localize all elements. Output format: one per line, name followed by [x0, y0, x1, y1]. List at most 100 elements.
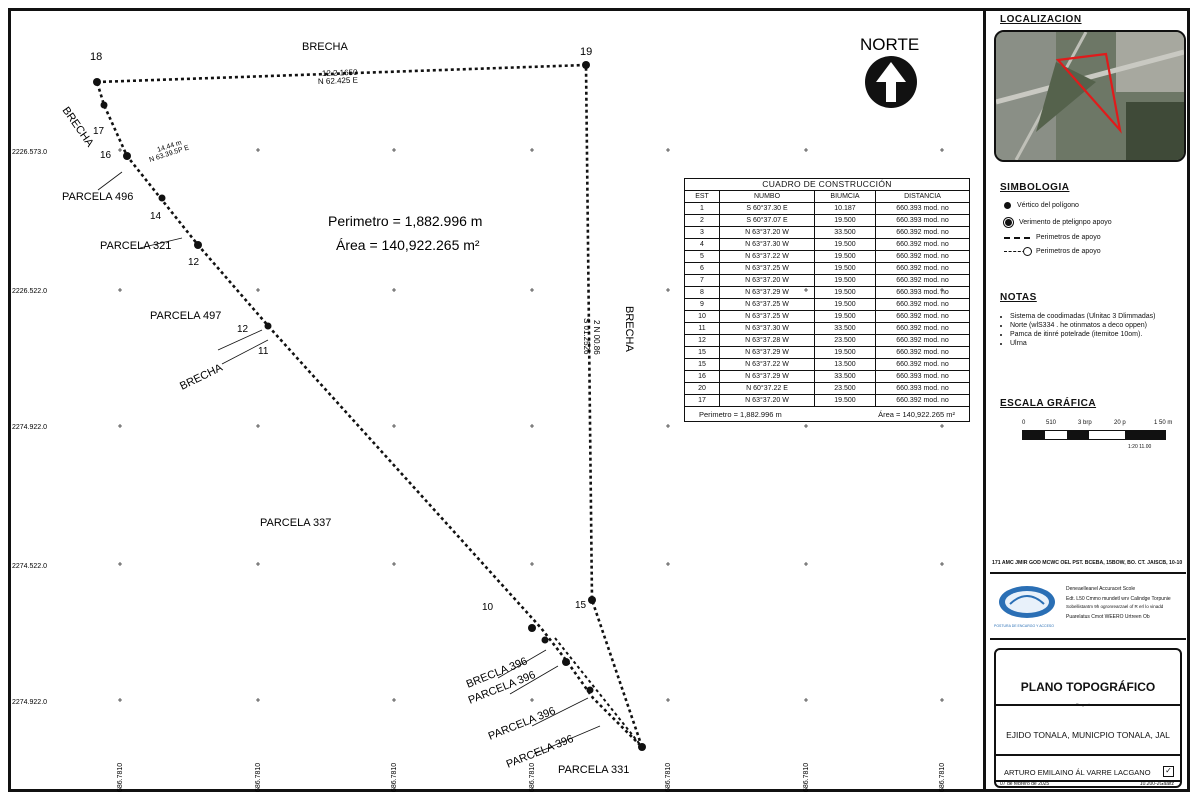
table-cell: 8	[684, 286, 720, 299]
grid-cross	[804, 148, 808, 152]
grid-cross	[530, 698, 534, 702]
note-item: Ulrna	[1010, 339, 1182, 348]
table-cell: N 63°37.22 W	[719, 250, 815, 263]
sheet-label: 10.200-2Gaaltz	[1139, 781, 1174, 787]
note-item: Norte (wlS334 . he otinmatos a deco oppe…	[1010, 321, 1182, 330]
table-cell: 11	[684, 322, 720, 335]
leader-line	[509, 665, 559, 695]
table-cell: N 63°37.29 W	[719, 286, 815, 299]
grid-cross	[940, 148, 944, 152]
table-cell: N 63°37.29 W	[719, 346, 815, 359]
check-icon: ✓	[1163, 766, 1174, 777]
table-cell: 10	[684, 310, 720, 323]
grid-y-label: 2274.922.0	[12, 424, 47, 431]
table-footer-area: Área = 140,922.265 m²	[814, 406, 970, 422]
author-label: ARTURO EMILAINO ÁL VARRE LACGANO	[1004, 768, 1151, 777]
dashed-circle-symbol-icon	[1004, 247, 1032, 256]
table-cell: N 63°37.30 W	[719, 238, 815, 251]
vertex-symbol-icon	[1004, 202, 1011, 209]
table-cell: 660.392 mod. no	[875, 238, 970, 251]
grid-x-label: 686.7810	[803, 763, 810, 792]
vertex-label: 12	[237, 324, 249, 335]
construction-table: CUADRO DE CONSTRUCCIÓN EST NUMBO BIUMCIA…	[684, 178, 970, 422]
leader-line	[97, 171, 123, 191]
grid-y-label: 2274.922.0	[12, 699, 47, 706]
table-cell: 10.187	[814, 202, 876, 215]
table-cell: 660.392 mod. no	[875, 298, 970, 311]
grid-y-label: 2274.522.0	[12, 563, 47, 570]
table-header: DISTANCIA	[875, 190, 970, 203]
brecha-top-label: BRECHA	[302, 41, 349, 53]
note-item: Pamca de itinré potelrade (itemitoe 10om…	[1010, 330, 1182, 339]
scale-tick-label: 1 50 m	[1154, 420, 1173, 426]
panel-divider	[983, 8, 986, 792]
leader-line	[221, 339, 269, 365]
vertex-label: 10	[482, 602, 494, 613]
parcel-label: PARCELA 496	[62, 191, 133, 203]
vertex-label: 18	[90, 51, 102, 63]
vertex-label: 14	[150, 211, 162, 222]
vertex-marker	[194, 241, 202, 249]
table-cell: 19.500	[814, 274, 876, 287]
scale-tick-label: 20 p	[1114, 420, 1126, 426]
grid-cross	[940, 698, 944, 702]
scale-bar	[1022, 430, 1166, 440]
grid-cross	[940, 562, 944, 566]
table-cell: 33.500	[814, 370, 876, 383]
leader-line	[531, 697, 589, 727]
edge-annotation: N 62.425 E	[318, 76, 358, 86]
grid-cross	[118, 148, 122, 152]
scale-sub-label: 1:20 11.00	[1128, 444, 1152, 450]
table-cell: 19.500	[814, 298, 876, 311]
table-cell: N 63°37.20 W	[719, 394, 815, 407]
table-cell: 23.500	[814, 334, 876, 347]
table-cell: 660.392 mod. no	[875, 250, 970, 263]
table-header: NUMBO	[719, 190, 815, 203]
box-rule	[996, 780, 1180, 782]
grid-y-label: 2226.573.0	[12, 149, 47, 156]
legend-text: Vértico del polígono	[1017, 202, 1079, 209]
table-cell: 660.392 mod. no	[875, 226, 970, 239]
notes-list: Sistema de coodimadas (Ulnitac 3 Dlimmad…	[1002, 312, 1182, 348]
vertex-marker	[264, 322, 272, 330]
vertex-marker	[586, 686, 594, 694]
grid-cross	[392, 424, 396, 428]
ejido-label: EJIDO TONALA, MUNICPIO TONALA, JAL	[1006, 730, 1170, 740]
vertex-label: 19	[580, 46, 592, 58]
table-cell: 12	[684, 334, 720, 347]
leader-line	[217, 329, 263, 351]
north-label: NORTE	[860, 35, 919, 54]
scale-tick-label: 3 brp	[1078, 420, 1092, 426]
table-footer-perimeter: Perimetro = 1,882.996 m	[684, 406, 815, 422]
table-cell: N 63°37.25 W	[719, 310, 815, 323]
grid-cross	[118, 698, 122, 702]
grid-cross	[940, 424, 944, 428]
table-cell: N 63°37.25 W	[719, 262, 815, 275]
table-cell: 660.393 mod. no	[875, 214, 970, 227]
table-cell: 20	[684, 382, 720, 395]
info-line: 171 AMC JMIR GOD MCWC OEL PST. BCEBA, 15…	[992, 560, 1183, 566]
grid-cross	[666, 424, 670, 428]
table-cell: 660.392 mod. no	[875, 322, 970, 335]
grid-cross	[392, 562, 396, 566]
edge-annotation: S 01.2526	[582, 318, 591, 355]
scale-tick-label: 0	[1022, 420, 1026, 426]
leader-line	[533, 725, 601, 755]
table-cell: 19.500	[814, 214, 876, 227]
grid-cross	[804, 562, 808, 566]
table-cell: 2	[684, 214, 720, 227]
table-cell: N 63°37.29 W	[719, 370, 815, 383]
table-cell: 6	[684, 262, 720, 275]
grid-cross	[256, 148, 260, 152]
legend-item: Perimetros de apoyo	[1004, 234, 1101, 241]
